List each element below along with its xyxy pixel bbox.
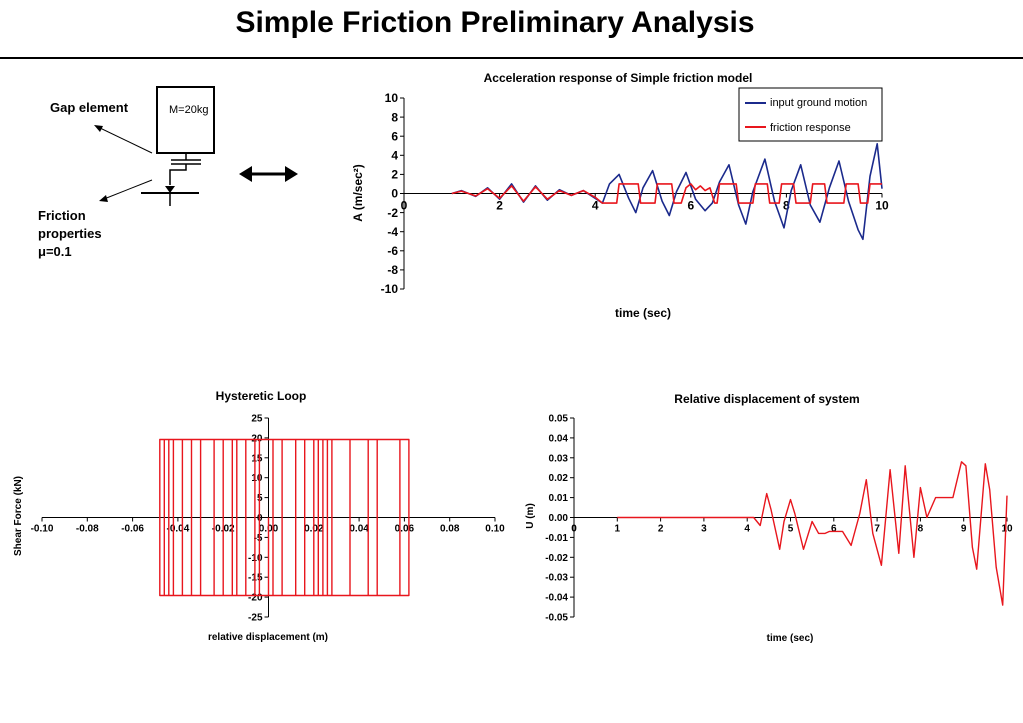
legend-label-input: input ground motion — [770, 97, 867, 109]
x-tick-label: 10 — [875, 199, 889, 213]
x-tick-label: 5 — [788, 524, 794, 535]
x-tick-label: 8 — [918, 524, 924, 535]
gap-element-label: Gap element — [50, 100, 129, 115]
friction-pivot — [165, 186, 175, 193]
legend-label-friction: friction response — [770, 122, 851, 134]
x-tick-label: 1 — [615, 524, 621, 535]
page-title: Simple Friction Preliminary Analysis — [235, 6, 755, 39]
y-tick-label: -0.04 — [545, 593, 568, 604]
friction-label-line: μ=0.1 — [38, 244, 72, 259]
x-tick-label: 0.06 — [395, 524, 415, 535]
title-divider — [0, 57, 1023, 59]
gap-pointer-line — [97, 126, 153, 154]
friction-properties-label: Friction properties μ=0.1 — [38, 207, 102, 261]
x-tick-label: 0 — [401, 199, 408, 213]
y-tick-label: -0.02 — [545, 553, 568, 564]
y-tick-label: 2 — [391, 168, 398, 182]
x-tick-label: 4 — [592, 199, 599, 213]
chart-title: Acceleration response of Simple friction… — [484, 71, 753, 85]
y-tick-label: 25 — [251, 414, 263, 425]
y-tick-label: -0.03 — [545, 573, 568, 584]
gap-stem-bottom — [169, 164, 187, 185]
gap-pointer-arrowhead — [94, 125, 103, 132]
x-tick-label: 7 — [874, 524, 880, 535]
y-tick-label: 0.04 — [549, 433, 569, 444]
x-tick-label: -0.08 — [76, 524, 99, 535]
chart-y-label: A (m/sec²) — [351, 164, 365, 222]
y-tick-label: 6 — [391, 129, 398, 143]
y-tick-label: 0.01 — [549, 493, 569, 504]
y-tick-label: -4 — [387, 225, 398, 239]
chart-x-label: relative displacement (m) — [208, 632, 328, 643]
x-tick-label: 6 — [831, 524, 837, 535]
y-tick-label: -25 — [248, 613, 263, 624]
motion-arrow-right-head — [285, 166, 298, 182]
x-tick-label: 3 — [701, 524, 707, 535]
y-tick-label: -6 — [387, 244, 398, 258]
series-line-friction-response — [451, 183, 882, 204]
friction-pointer-line — [103, 179, 153, 200]
x-tick-label: 0.08 — [440, 524, 460, 535]
y-tick-label: -0.01 — [545, 533, 568, 544]
y-tick-label: 0.03 — [549, 453, 569, 464]
x-tick-label: 6 — [687, 199, 694, 213]
x-tick-label: 0.04 — [349, 524, 369, 535]
x-tick-label: -0.06 — [121, 524, 144, 535]
series-line-series-0 — [617, 461, 1008, 606]
friction-label-line: Friction — [38, 208, 86, 223]
y-tick-label: -8 — [387, 263, 398, 277]
chart-y-label: Shear Force (kN) — [13, 476, 24, 556]
chart-title: Relative displacement of system — [674, 392, 859, 406]
x-tick-label: 2 — [658, 524, 664, 535]
chart-y-label: U (m) — [525, 503, 536, 529]
mass-label: M=20kg — [169, 104, 209, 116]
x-tick-label: 2 — [496, 199, 503, 213]
y-tick-label: 10 — [385, 91, 399, 105]
chart-title: Hysteretic Loop — [216, 389, 307, 403]
y-tick-label: 15 — [251, 453, 263, 464]
x-tick-label: 9 — [961, 524, 967, 535]
y-tick-label: -10 — [381, 282, 399, 296]
y-tick-label: 0 — [391, 187, 398, 201]
y-tick-label: -2 — [387, 206, 398, 220]
y-tick-label: -5 — [254, 533, 263, 544]
x-tick-label: 4 — [744, 524, 750, 535]
y-tick-label: 10 — [251, 473, 263, 484]
x-tick-label: -0.10 — [31, 524, 54, 535]
chart-x-label: time (sec) — [767, 633, 814, 644]
y-tick-label: 8 — [391, 110, 398, 124]
y-tick-label: 4 — [391, 149, 398, 163]
y-tick-label: 0.05 — [549, 414, 569, 425]
x-tick-label: 10 — [1001, 524, 1013, 535]
y-tick-label: -0.05 — [545, 613, 568, 624]
x-tick-label: 8 — [783, 199, 790, 213]
y-tick-label: -20 — [248, 593, 263, 604]
x-tick-label: -0.04 — [167, 524, 190, 535]
chart-x-label: time (sec) — [615, 306, 671, 320]
x-tick-label: 0.10 — [485, 524, 505, 535]
y-tick-label: 0.00 — [549, 513, 569, 524]
series-line-series-0 — [159, 438, 410, 597]
legend-box — [738, 87, 883, 142]
friction-label-line: properties — [38, 226, 102, 241]
motion-arrow-left-head — [239, 166, 252, 182]
x-tick-label: 0 — [571, 524, 577, 535]
y-tick-label: 0.02 — [549, 473, 569, 484]
friction-pointer-arrowhead — [99, 195, 108, 202]
